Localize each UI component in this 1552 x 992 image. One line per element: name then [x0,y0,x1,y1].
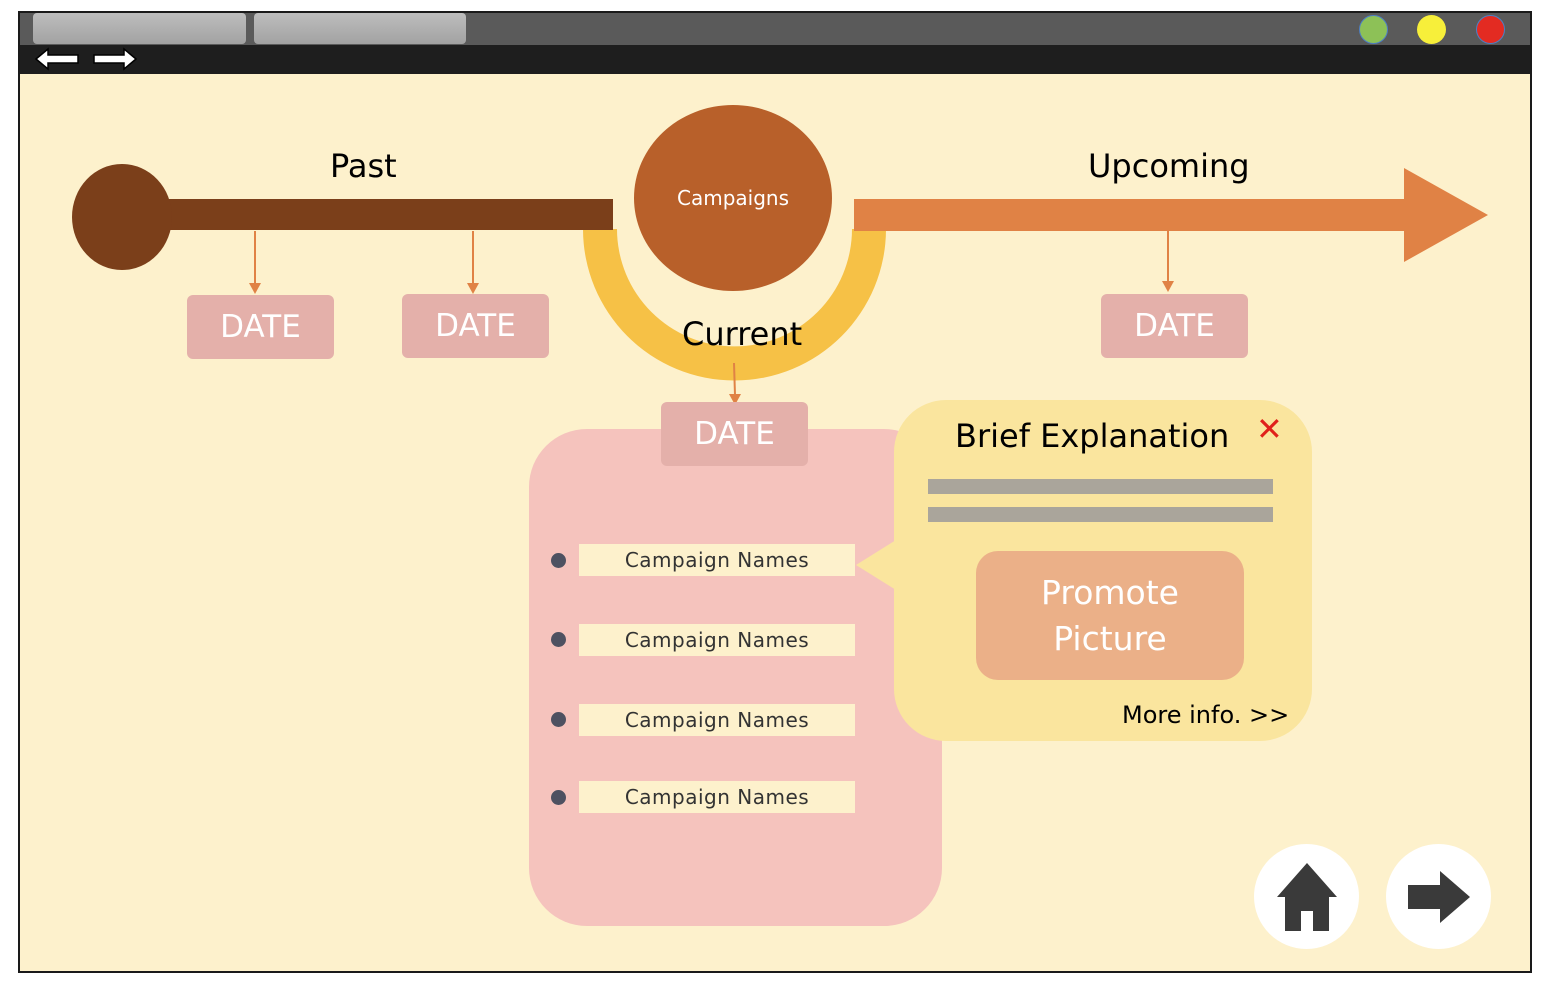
list-bullet [551,553,566,568]
text-placeholder-line [928,479,1273,494]
close-icon[interactable]: ✕ [1256,410,1283,448]
list-bullet [551,632,566,647]
past-date-1[interactable]: DATE [187,295,334,359]
title-bar [20,13,1530,45]
navigation-bar [20,45,1530,74]
arrow-right-icon [1407,870,1470,923]
past-date-2[interactable]: DATE [402,294,549,358]
window-close-button[interactable] [1476,15,1505,44]
timeline-start-node [72,164,172,270]
window-maximize-button[interactable] [1417,15,1446,44]
current-label: Current [682,315,803,353]
campaign-name-item[interactable]: Campaign Names [579,624,855,656]
home-icon [1276,862,1337,931]
next-button[interactable] [1386,844,1491,949]
campaigns-hub[interactable]: Campaigns [634,105,832,291]
current-date[interactable]: DATE [661,402,808,466]
past-timeline-bar [163,199,613,230]
upcoming-date-1[interactable]: DATE [1101,294,1248,358]
campaign-name-item[interactable]: Campaign Names [579,544,855,576]
promote-picture: Promote Picture [976,551,1244,680]
current-campaigns-panel [529,429,942,926]
list-bullet [551,712,566,727]
upcoming-timeline-arrow [854,168,1488,262]
current-arc [583,229,886,381]
back-arrow-icon[interactable] [34,46,80,72]
app-window: Past Upcoming Current Campaigns DATE DAT… [18,11,1532,973]
promote-picture-line2: Picture [1053,618,1167,658]
campaign-name-item[interactable]: Campaign Names [579,704,855,736]
browser-tab-1[interactable] [33,13,246,44]
browser-tab-2[interactable] [254,13,466,44]
forward-arrow-icon[interactable] [92,46,138,72]
timeline-graphic [72,164,1488,405]
popup-title: Brief Explanation [955,417,1230,455]
window-minimize-button[interactable] [1359,15,1388,44]
more-info-link[interactable]: More info. >> [1122,701,1290,729]
upcoming-label: Upcoming [1088,147,1250,185]
promote-picture-line1: Promote [1041,572,1179,612]
home-button[interactable] [1254,844,1359,949]
popup-pointer [856,540,896,590]
date-connectors [249,231,1174,405]
campaign-name-item[interactable]: Campaign Names [579,781,855,813]
campaigns-hub-label: Campaigns [676,186,789,210]
text-placeholder-line [928,507,1273,522]
list-bullet [551,790,566,805]
past-label: Past [330,147,397,185]
